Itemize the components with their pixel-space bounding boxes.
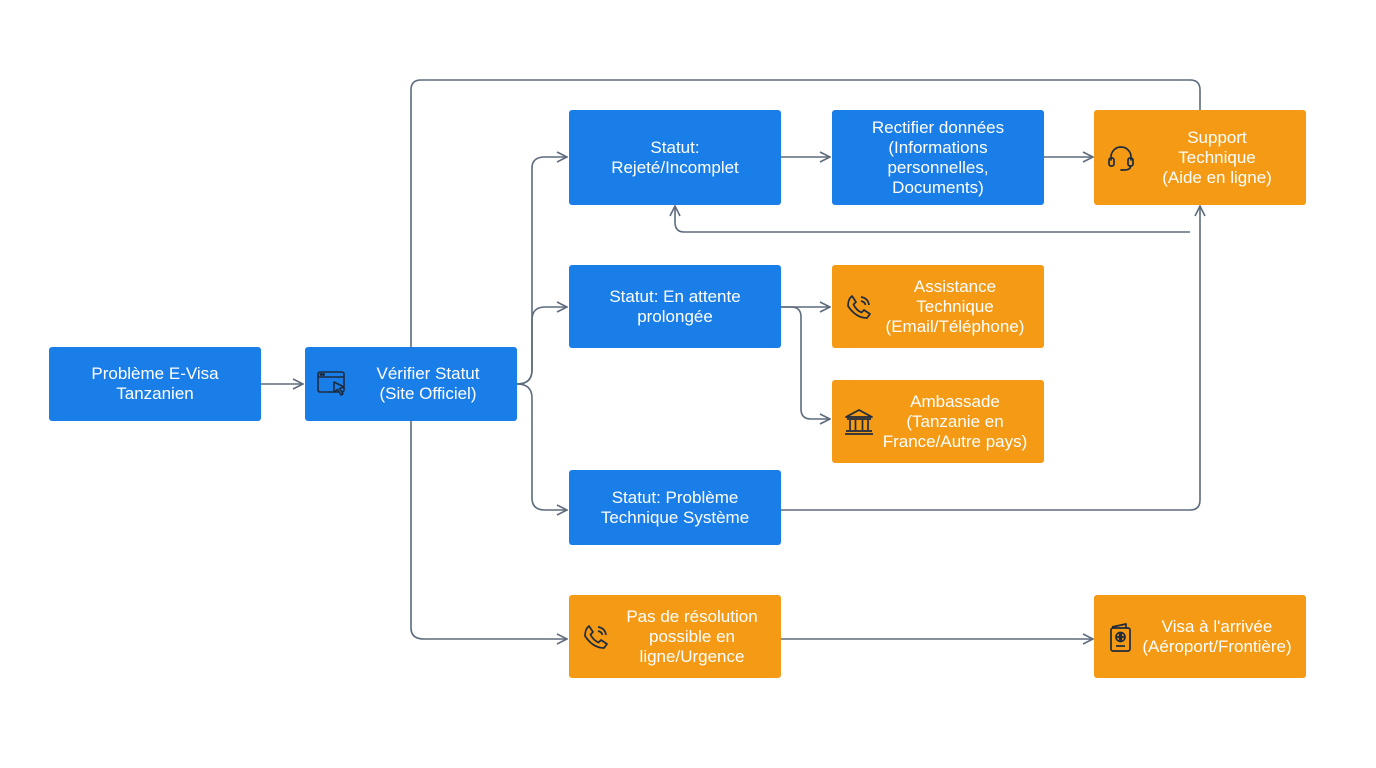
node-label-line: Technique — [1178, 147, 1256, 167]
edge-verifier-urgence — [410, 421, 567, 639]
edge-verifier-rejete — [516, 157, 567, 385]
node-label-line: Statut: En attente — [609, 286, 741, 306]
node-visa-arrivee: Visa à l'arrivée (Aéroport/Frontière) — [1094, 595, 1306, 678]
node-label-line: (Site Officiel) — [379, 384, 477, 403]
node-label-line: Visa à l'arrivée — [1161, 616, 1273, 636]
node-statut-attente: Statut: En attente prolongée — [569, 265, 781, 348]
passport-icon — [1104, 620, 1138, 654]
node-label-line: Technique — [916, 296, 994, 316]
node-label-line: Documents) — [892, 177, 984, 197]
node-label-line: ligne/Urgence — [639, 646, 745, 666]
node-statut-systeme: Statut: Problème Technique Système — [569, 470, 781, 545]
phone-icon — [579, 620, 613, 654]
node-rectifier-donnees: Rectifier données (Informations personne… — [832, 110, 1044, 205]
node-label-line: (Informations — [888, 137, 988, 157]
node-label-line: Vérifier Statut — [376, 364, 480, 383]
node-assistance-technique: Assistance Technique (Email/Téléphone) — [832, 265, 1044, 348]
node-label-line: Pas de résolution — [626, 606, 758, 626]
node-label-line: (Tanzanie en — [906, 411, 1004, 431]
node-label-line: (Aéroport/Frontière) — [1142, 636, 1292, 656]
node-probleme-evisa: Problème E-Visa Tanzanien — [49, 347, 261, 421]
node-urgence: Pas de résolution possible en ligne/Urge… — [569, 595, 781, 678]
node-ambassade: Ambassade (Tanzanie en France/Autre pays… — [832, 380, 1044, 463]
node-label-line: possible en — [648, 626, 735, 646]
edge-verifier-support — [410, 79, 1201, 347]
edge-systeme-support — [781, 206, 1200, 511]
node-label-line: (Aide en ligne) — [1162, 167, 1272, 187]
headset-icon — [1104, 141, 1138, 175]
node-label-line: Support — [1187, 127, 1247, 147]
node-label-line: Ambassade — [910, 391, 1000, 411]
browser-cursor-icon — [315, 367, 349, 401]
embassy-building-icon — [842, 405, 876, 439]
node-label-line: France/Autre pays) — [882, 431, 1028, 451]
edge-support-rejete — [675, 206, 1190, 233]
phone-icon — [842, 290, 876, 324]
node-label-line: Statut: Problème — [611, 487, 739, 507]
node-label-line: Tanzanien — [116, 384, 194, 403]
node-support-technique: Support Technique (Aide en ligne) — [1094, 110, 1306, 205]
node-verifier-statut: Vérifier Statut (Site Officiel) — [305, 347, 517, 421]
node-label-line: Technique Système — [600, 507, 750, 527]
node-label-line: Rejeté/Incomplet — [611, 157, 739, 177]
node-label-line: (Email/Téléphone) — [885, 316, 1025, 336]
node-label-line: Rectifier données — [871, 117, 1005, 137]
edge-verifier-systeme — [516, 383, 567, 510]
node-statut-rejete: Statut: Rejeté/Incomplet — [569, 110, 781, 205]
edge-verifier-attente — [516, 307, 567, 385]
node-label-line: Assistance — [913, 276, 997, 296]
edge-attente-ambassade — [781, 306, 830, 419]
node-label-line: Statut: — [650, 137, 700, 157]
node-label-line: Problème E-Visa — [91, 364, 219, 383]
node-label-line: prolongée — [637, 306, 713, 326]
node-label-line: personnelles, — [887, 157, 989, 177]
